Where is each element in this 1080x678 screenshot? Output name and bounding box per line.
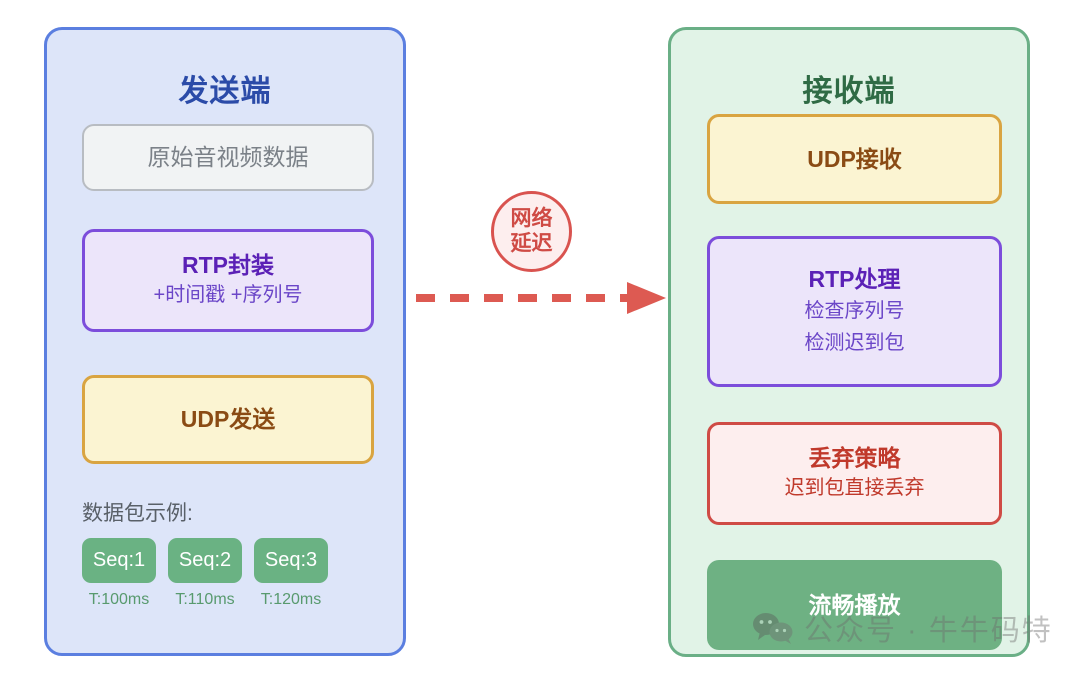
rtp-encapsulation-box: RTP封装 +时间戳 +序列号	[82, 229, 374, 332]
drop-policy-box: 丢弃策略 迟到包直接丢弃	[707, 422, 1002, 525]
packet-seq-chip: Seq:1	[82, 538, 156, 583]
smooth-playback-box: 流畅播放	[707, 560, 1002, 650]
network-delay-badge: 网络 延迟	[491, 191, 572, 272]
network-delay-line2: 延迟	[510, 231, 553, 255]
packet-timestamp-label: T:100ms	[88, 591, 150, 608]
rtp-process-title: RTP处理	[808, 266, 901, 293]
rtp-encapsulation-title: RTP封装	[182, 251, 274, 278]
packet-seq-chip: Seq:3	[254, 538, 328, 583]
dashed-arrow-right-icon	[416, 282, 666, 314]
smooth-playback-title: 流畅播放	[808, 591, 901, 618]
packet-timestamp-label: T:120ms	[260, 591, 322, 608]
packet-timestamp-label: T:110ms	[175, 591, 235, 608]
raw-media-label: 原始音视频数据	[147, 144, 309, 171]
sender-panel: 发送端 原始音视频数据 RTP封装 +时间戳 +序列号 UDP发送 数据包示例:…	[44, 27, 406, 656]
udp-receive-title: UDP接收	[807, 145, 902, 172]
rtp-process-box: RTP处理 检查序列号 检测迟到包	[707, 236, 1002, 387]
udp-receive-box: UDP接收	[707, 114, 1002, 204]
sender-panel-title: 发送端	[178, 75, 272, 108]
receiver-panel-title: 接收端	[802, 75, 896, 108]
udp-send-box: UDP发送	[82, 375, 374, 464]
rtp-process-line2: 检测迟到包	[804, 331, 905, 354]
packets-row: Seq:1 T:100ms Seq:2 T:110ms Seq:3 T:120m…	[82, 538, 328, 609]
drop-policy-subtitle: 迟到包直接丢弃	[784, 477, 925, 500]
packet-item: Seq:2 T:110ms	[168, 538, 242, 609]
packet-seq-chip: Seq:2	[168, 538, 242, 583]
packets-example-label: 数据包示例:	[82, 502, 193, 525]
packet-item: Seq:3 T:120ms	[254, 538, 328, 609]
drop-policy-title: 丢弃策略	[808, 444, 901, 471]
receiver-panel: 接收端 UDP接收 RTP处理 检查序列号 检测迟到包 丢弃策略 迟到包直接丢弃…	[668, 27, 1030, 657]
network-delay-line1: 网络	[510, 206, 553, 230]
rtp-encapsulation-subtitle: +时间戳 +序列号	[153, 284, 303, 307]
raw-media-box: 原始音视频数据	[82, 124, 374, 191]
udp-send-title: UDP发送	[180, 406, 276, 433]
packet-item: Seq:1 T:100ms	[82, 538, 156, 609]
rtp-process-line1: 检查序列号	[804, 299, 905, 322]
